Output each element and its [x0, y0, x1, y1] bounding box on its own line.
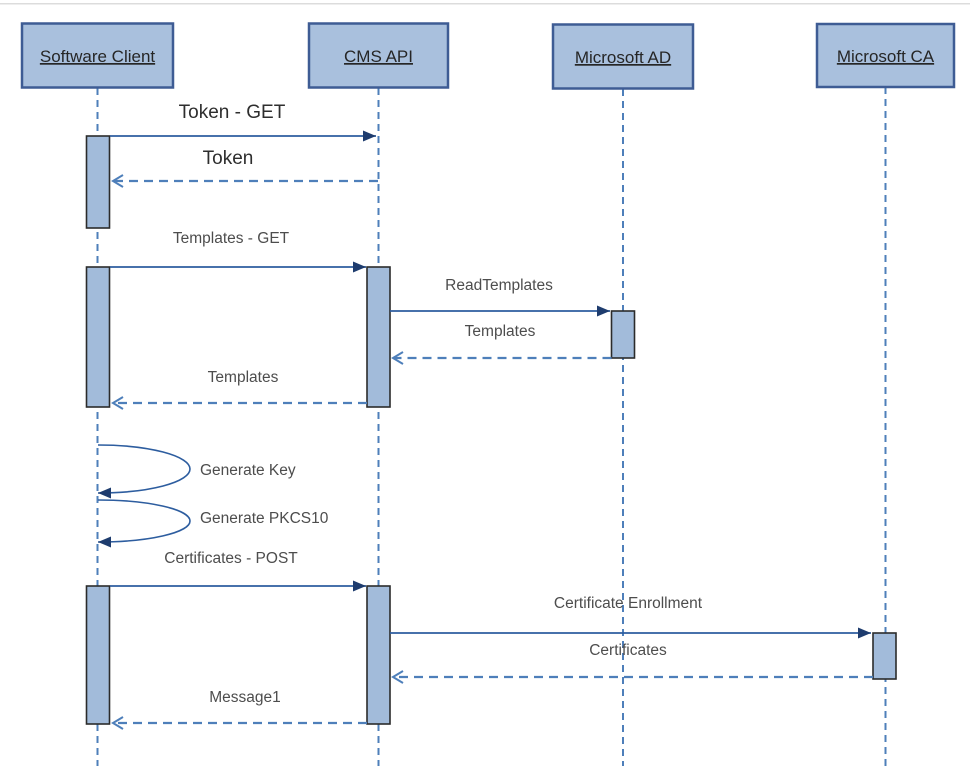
message-read-templates: ReadTemplates — [390, 277, 610, 317]
token-get-label: Token - GET — [179, 102, 286, 123]
actor-box-software-client — [20, 22, 175, 89]
actor-label-software-client: Software Client — [40, 47, 156, 66]
message-token-return: Token — [111, 148, 378, 188]
activation-bar-cms-api-2 — [366, 585, 391, 725]
actor-cms-api: CMS API — [307, 22, 450, 89]
activation-bar-software-client-1 — [85, 135, 111, 229]
actor-label-cms-api: CMS API — [344, 47, 413, 66]
message-generate-key: Generate Key — [97, 444, 296, 499]
message-certificate-enrollment: Certificate Enrollment — [390, 595, 871, 639]
message-generate-pkcs10: Generate PKCS10 — [97, 499, 329, 548]
generate-pkcs10-label: Generate PKCS10 — [200, 510, 329, 527]
templates-return-client-label: Templates — [208, 369, 279, 386]
activation-bar-cms-api-1 — [366, 266, 391, 408]
actor-box-microsoft-ca — [815, 22, 956, 89]
actor-label-microsoft-ca: Microsoft CA — [837, 47, 935, 66]
message-message1-return: Message1 — [111, 689, 367, 730]
generate-key-arc — [97, 444, 191, 499]
generate-pkcs10-arc — [97, 499, 191, 548]
message-templates-return-ad: Templates — [391, 323, 612, 365]
certificates-post-label: Certificates - POST — [164, 550, 298, 567]
message-certificates-post: Certificates - POST — [110, 550, 366, 592]
message-token-get: Token - GET — [110, 102, 376, 142]
activation-bar-software-client-2 — [85, 266, 111, 408]
actor-box-microsoft-ad — [551, 23, 695, 90]
actor-microsoft-ca: Microsoft CA — [815, 22, 956, 89]
generate-key-label: Generate Key — [200, 462, 296, 479]
token-return-label: Token — [203, 148, 254, 169]
activation-bar-software-client-3 — [85, 585, 111, 725]
actor-label-microsoft-ad: Microsoft AD — [575, 48, 671, 67]
message1-return-label: Message1 — [209, 689, 281, 706]
activation-bar-microsoft-ca — [872, 632, 897, 680]
top-divider — [0, 3, 970, 5]
message-templates-return-client: Templates — [111, 369, 367, 410]
actor-box-cms-api — [307, 22, 450, 89]
templates-return-ad-label: Templates — [465, 323, 536, 340]
message-templates-get: Templates - GET — [110, 230, 366, 273]
actor-microsoft-ad: Microsoft AD — [551, 23, 695, 90]
certificate-enrollment-label: Certificate Enrollment — [554, 595, 703, 612]
certificates-return-label: Certificates — [589, 642, 667, 659]
templates-get-label: Templates - GET — [173, 230, 290, 247]
activation-bar-microsoft-ad — [610, 310, 636, 359]
actor-software-client: Software Client — [20, 22, 175, 89]
message-certificates-return: Certificates — [391, 642, 873, 684]
read-templates-label: ReadTemplates — [445, 277, 553, 294]
